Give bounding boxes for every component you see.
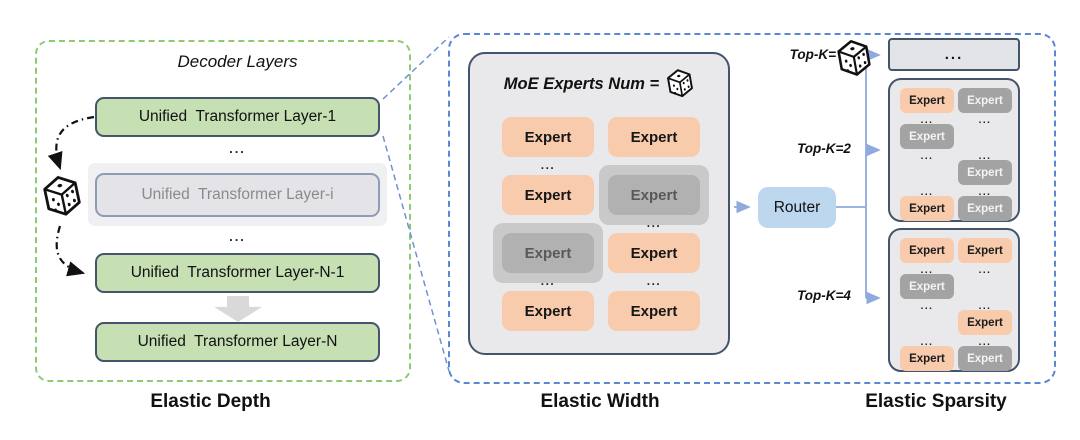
expert-cell-active: Expert [608, 117, 700, 157]
expert-cell-unselected: Expert [958, 346, 1012, 371]
expert-label: Expert [524, 244, 572, 262]
elastic-sparsity-caption: Elastic Sparsity [865, 391, 1007, 412]
experts-ellipsis: ... [920, 151, 934, 162]
layers-ellipsis: ... [229, 141, 246, 156]
topk-2-result-box: Expert Expert ... ... Expert ... ... Exp… [888, 78, 1020, 222]
expert-label: Expert [909, 280, 945, 293]
decoder-layers-title: Decoder Layers [177, 52, 298, 71]
expert-label: Expert [967, 352, 1003, 365]
layer-label: Unified Transformer Layer-1 [138, 108, 337, 125]
expert-label: Expert [909, 94, 945, 107]
topk-2-label: Top-K=2 [797, 141, 851, 156]
expert-label: Expert [524, 128, 572, 146]
expert-label: Expert [909, 244, 945, 257]
experts-ellipsis: ... [978, 187, 992, 198]
router-box: Router [758, 187, 836, 228]
topk-random-label: Top-K= [789, 47, 836, 62]
dice-icon [42, 174, 82, 220]
moe-experts-container: MoE Experts Num = Expert Expert ... ... … [468, 52, 730, 355]
expert-cell-active: Expert [608, 291, 700, 331]
expert-label: Expert [909, 352, 945, 365]
experts-ellipsis: ... [920, 187, 934, 198]
expert-cell-selected: Expert [958, 238, 1012, 263]
transformer-layer-n: Unified Transformer Layer-N [95, 322, 380, 362]
experts-ellipsis: ... [540, 158, 556, 172]
elastic-width-caption: Elastic Width [540, 391, 660, 412]
expert-label: Expert [630, 186, 678, 204]
expert-cell-selected: Expert [900, 238, 954, 263]
layer-label: Unified Transformer Layer-i [141, 186, 334, 203]
experts-ellipsis: ... [920, 115, 934, 126]
transformer-layer-n-1: Unified Transformer Layer-N-1 [95, 253, 380, 293]
topk-4-result-box: Expert Expert ... ... Expert ... ... Exp… [888, 228, 1020, 372]
expert-cell-unselected: Expert [958, 196, 1012, 221]
expert-cell-unselected: Expert [900, 124, 954, 149]
experts-ellipsis: ... [978, 265, 992, 276]
expert-cell-unselected: Expert [958, 88, 1012, 113]
expert-label: Expert [967, 202, 1003, 215]
experts-ellipsis: ... [540, 274, 556, 288]
expert-cell-active: Expert [502, 175, 594, 215]
expert-cell-masked: Expert [599, 165, 709, 225]
moe-experts-title: MoE Experts Num = [470, 68, 728, 100]
expert-cell-active: Expert [608, 233, 700, 273]
expert-cell-masked: Expert [493, 223, 603, 283]
expert-cell-active: Expert [502, 291, 594, 331]
experts-ellipsis: ... [920, 265, 934, 276]
experts-ellipsis: ... [978, 301, 992, 312]
expert-cell-unselected: Expert [958, 160, 1012, 185]
moe-experts-title-text: MoE Experts Num = [503, 74, 660, 93]
expert-label: Expert [967, 166, 1003, 179]
expert-cell-selected: Expert [900, 88, 954, 113]
router-label: Router [773, 198, 821, 216]
expert-label: Expert [967, 244, 1003, 257]
experts-ellipsis: ... [920, 337, 934, 348]
expert-cell-active: Expert [502, 117, 594, 157]
expert-cell-selected: Expert [958, 310, 1012, 335]
experts-ellipsis: ... [978, 337, 992, 348]
expert-cell-selected: Expert [900, 196, 954, 221]
expert-cell-unselected: Expert [900, 274, 954, 299]
expert-label: Expert [909, 130, 945, 143]
expert-label: Expert [630, 302, 678, 320]
expert-label: Expert [524, 186, 572, 204]
experts-ellipsis: ... [920, 301, 934, 312]
transformer-layer-1: Unified Transformer Layer-1 [95, 97, 380, 137]
expert-label: Expert [630, 244, 678, 262]
dice-icon [836, 38, 872, 80]
topk-4-label: Top-K=4 [797, 288, 851, 303]
layers-ellipsis: ... [229, 229, 246, 244]
expert-label: Expert [909, 202, 945, 215]
expert-cell-selected: Expert [900, 346, 954, 371]
topk-random-result-box: ... [888, 38, 1020, 71]
layer-label: Unified Transformer Layer-N-1 [130, 264, 345, 281]
elastic-depth-caption: Elastic Depth [150, 391, 271, 412]
expert-label: Expert [524, 302, 572, 320]
experts-ellipsis: ... [646, 274, 662, 288]
layer-label: Unified Transformer Layer-N [137, 333, 338, 350]
expert-label: Expert [967, 316, 1003, 329]
experts-ellipsis: ... [978, 115, 992, 126]
dice-icon [666, 68, 694, 100]
experts-ellipsis: ... [978, 151, 992, 162]
transformer-layer-i-skipped: Unified Transformer Layer-i [95, 173, 380, 217]
expert-label: Expert [630, 128, 678, 146]
expert-label: Expert [967, 94, 1003, 107]
experts-ellipsis: ... [646, 216, 662, 230]
